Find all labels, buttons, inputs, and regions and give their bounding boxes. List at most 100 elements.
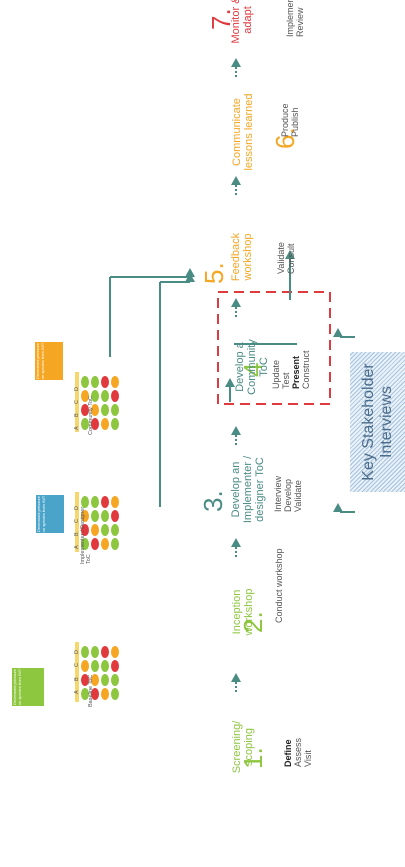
implementer-node bbox=[101, 538, 109, 550]
stake-arrow-3-head bbox=[333, 503, 343, 512]
implementer-col-c: C bbox=[74, 519, 80, 523]
baseline-node bbox=[91, 688, 99, 700]
community-node bbox=[91, 418, 99, 430]
arrow-2-3-head bbox=[231, 538, 241, 547]
baseline-node bbox=[81, 674, 89, 686]
community-node bbox=[111, 404, 119, 416]
implementer-node bbox=[81, 496, 89, 508]
community-node bbox=[111, 376, 119, 388]
implementer-node bbox=[91, 524, 99, 536]
implementer-node bbox=[81, 524, 89, 536]
baseline-node bbox=[91, 660, 99, 672]
implementer-node bbox=[81, 538, 89, 550]
implementer-node bbox=[81, 510, 89, 522]
community-node bbox=[101, 404, 109, 416]
baseline-col-a: A bbox=[74, 690, 80, 694]
baseline-node bbox=[111, 674, 119, 686]
baseline-node bbox=[101, 646, 109, 658]
community-node bbox=[91, 390, 99, 402]
implementer-node bbox=[111, 496, 119, 508]
conn-community-head bbox=[185, 268, 195, 277]
community-node bbox=[91, 404, 99, 416]
implementer-node bbox=[111, 524, 119, 536]
community-toc-goal: Decreased pressure on species from IWT bbox=[35, 342, 63, 380]
implementer-node bbox=[111, 538, 119, 550]
implementer-toc-label: Implementer / Designer ToC bbox=[80, 506, 92, 564]
step-4-highlight-box bbox=[217, 291, 331, 405]
baseline-node bbox=[81, 688, 89, 700]
baseline-col-c: C bbox=[74, 663, 80, 667]
implementer-node bbox=[91, 496, 99, 508]
baseline-col-b: B bbox=[74, 677, 80, 681]
community-node bbox=[81, 418, 89, 430]
conn-impl-head bbox=[185, 273, 195, 282]
arrow-6-7-head bbox=[231, 58, 241, 67]
baseline-node bbox=[81, 646, 89, 658]
implementer-col-a: A bbox=[74, 545, 80, 549]
implementer-node bbox=[111, 510, 119, 522]
baseline-node bbox=[101, 688, 109, 700]
baseline-bar bbox=[75, 642, 79, 702]
baseline-node bbox=[101, 660, 109, 672]
implementer-node bbox=[101, 524, 109, 536]
step-1-title: Screening/scoping bbox=[231, 720, 255, 774]
stake-arrow-4-head bbox=[333, 328, 343, 337]
baseline-node bbox=[81, 660, 89, 672]
community-col-c: C bbox=[74, 400, 80, 404]
step-2-actions: Conduct workshop bbox=[274, 548, 284, 623]
community-node bbox=[81, 390, 89, 402]
arrow-5-6-head bbox=[231, 176, 241, 185]
step-3-number: 3. bbox=[198, 490, 228, 512]
implementer-node bbox=[91, 538, 99, 550]
baseline-node bbox=[101, 674, 109, 686]
community-node bbox=[101, 390, 109, 402]
implementer-bar bbox=[75, 492, 79, 552]
community-col-a: A bbox=[74, 426, 80, 430]
baseline-node bbox=[111, 660, 119, 672]
community-toc-label: Community ToC bbox=[88, 395, 94, 435]
conn-3-toc-head bbox=[225, 378, 235, 387]
community-col-d: D bbox=[74, 387, 80, 391]
implementer-node bbox=[101, 510, 109, 522]
community-col-b: B bbox=[74, 413, 80, 417]
community-bar bbox=[75, 372, 79, 432]
implementer-col-d: D bbox=[74, 506, 80, 510]
baseline-toc-label: Baseline ToC bbox=[88, 674, 94, 707]
baseline-node bbox=[91, 674, 99, 686]
baseline-node bbox=[111, 688, 119, 700]
arrow-4-5-head bbox=[231, 298, 241, 307]
community-node bbox=[101, 376, 109, 388]
community-node bbox=[111, 390, 119, 402]
step-5-number: 5. bbox=[199, 262, 229, 284]
baseline-node bbox=[111, 646, 119, 658]
community-node bbox=[81, 376, 89, 388]
community-node bbox=[91, 376, 99, 388]
conn-5-bottom-head bbox=[285, 250, 295, 259]
baseline-node bbox=[91, 646, 99, 658]
community-node bbox=[111, 418, 119, 430]
implementer-node bbox=[91, 510, 99, 522]
arrow-3-4-head bbox=[231, 426, 241, 435]
step-7-title: Monitor &adapt bbox=[230, 0, 254, 44]
community-node bbox=[101, 418, 109, 430]
community-node bbox=[81, 404, 89, 416]
arrow-1-2-head bbox=[231, 673, 241, 682]
implementer-col-b: B bbox=[74, 532, 80, 536]
baseline-toc-goal: Decreased pressure on species from IWT bbox=[12, 668, 44, 706]
implementer-node bbox=[101, 496, 109, 508]
baseline-col-d: D bbox=[74, 650, 80, 654]
implementer-toc-goal: Decreased pressure on species from IWT bbox=[36, 495, 64, 533]
